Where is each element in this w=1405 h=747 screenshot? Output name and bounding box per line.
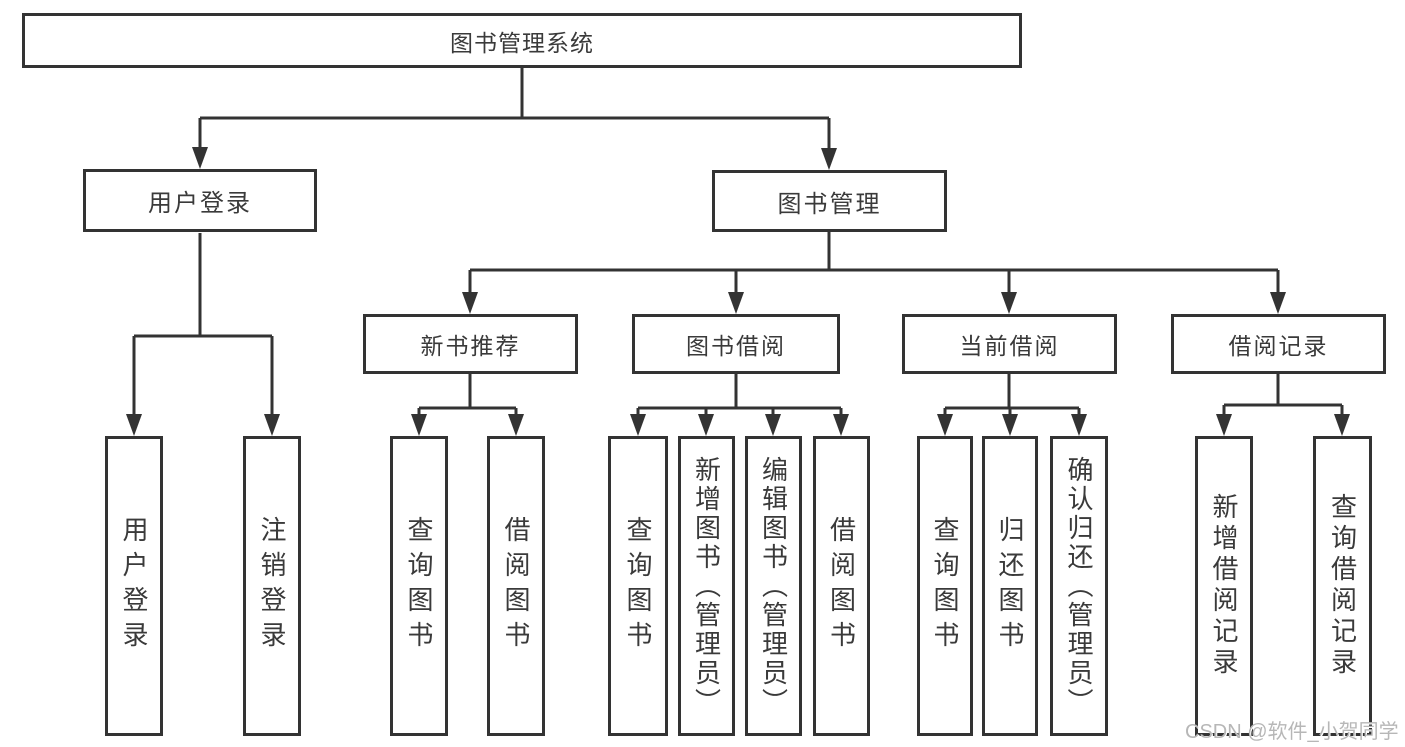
node-book-management-label: 图书管理 [777,190,882,218]
leaf-current-query-books-label: 查询图书 [930,516,960,656]
leaf-newbook-query-books-label: 查询图书 [404,516,434,656]
leaf-borrow-add-books: 新增图书（管理员） [678,436,735,736]
node-new-book-recommend: 新书推荐 [363,314,578,374]
leaf-records-query-record-label: 查询借阅记录 [1327,493,1358,679]
node-current-borrow-label: 当前借阅 [959,333,1060,359]
leaf-current-return-books-label: 归还图书 [995,516,1025,656]
node-borrow-records: 借阅记录 [1171,314,1386,374]
leaf-logout: 注销登录 [243,436,301,736]
leaf-borrow-query-books-label: 查询图书 [623,516,653,656]
leaf-borrow-edit-books-label: 编辑图书（管理员） [758,455,789,717]
node-book-borrow: 图书借阅 [632,314,840,374]
leaf-borrow-query-books: 查询图书 [608,436,668,736]
node-user-login-label: 用户登录 [148,190,252,217]
leaf-borrow-borrow-books-label: 借阅图书 [826,516,857,656]
leaf-logout-label: 注销登录 [257,516,287,656]
leaf-current-confirm-return-label: 确认归还（管理员） [1064,455,1094,717]
leaf-newbook-borrow-books: 借阅图书 [487,436,545,736]
leaf-current-return-books: 归还图书 [982,436,1038,736]
leaf-newbook-borrow-books-label: 借阅图书 [501,516,531,656]
leaf-borrow-edit-books: 编辑图书（管理员） [745,436,802,736]
leaf-borrow-add-books-label: 新增图书（管理员） [691,455,722,717]
leaf-current-query-books: 查询图书 [917,436,973,736]
leaf-records-query-record: 查询借阅记录 [1313,436,1372,736]
leaf-records-add-record-label: 新增借阅记录 [1209,493,1239,679]
csdn-watermark: CSDN @软件_小贺同学 [1185,721,1399,743]
node-user-login: 用户登录 [83,169,317,232]
node-book-management: 图书管理 [712,170,947,232]
node-root: 图书管理系统 [22,13,1022,68]
leaf-newbook-query-books: 查询图书 [390,436,448,736]
node-book-borrow-label: 图书借阅 [686,333,786,359]
leaf-user-login: 用户登录 [105,436,163,736]
node-new-book-recommend-label: 新书推荐 [420,333,521,359]
leaf-current-confirm-return: 确认归还（管理员） [1050,436,1108,736]
leaf-user-login-label: 用户登录 [119,516,149,656]
node-borrow-records-label: 借阅记录 [1228,333,1329,359]
leaf-borrow-borrow-books: 借阅图书 [813,436,870,736]
node-current-borrow: 当前借阅 [902,314,1117,374]
leaf-records-add-record: 新增借阅记录 [1195,436,1253,736]
node-root-label: 图书管理系统 [450,29,594,56]
